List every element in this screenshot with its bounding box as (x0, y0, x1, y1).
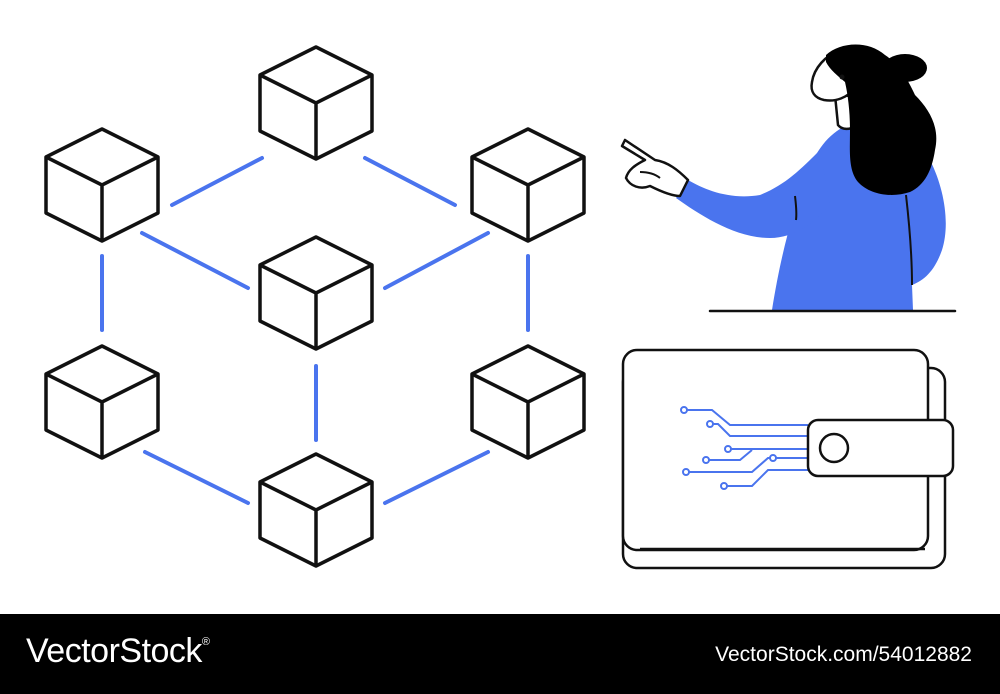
brand-logo: VectorStock® (26, 632, 210, 671)
brand-name: VectorStock (26, 632, 202, 670)
image-reference: VectorStock.com/54012882 (715, 643, 972, 666)
watermark-bar: VectorStock® VectorStock.com/54012882 (0, 614, 1000, 694)
blockchain-illustration (44, 44, 957, 570)
cube-icon-lower-right (470, 344, 586, 460)
cube-icon-upper-right (470, 127, 586, 243)
registered-mark: ® (201, 636, 210, 648)
cube-icon-center (258, 235, 374, 351)
cube-icon-lower-left (44, 344, 160, 460)
cube-icon-upper-left (44, 127, 160, 243)
cube-icon-bottom (258, 452, 374, 568)
network-links (100, 156, 530, 505)
wallet-icon (621, 348, 955, 570)
cube-icon-top (258, 45, 374, 161)
circuit-nodes (680, 406, 777, 490)
circuit-lines (686, 409, 808, 487)
woman-figure (620, 44, 957, 313)
